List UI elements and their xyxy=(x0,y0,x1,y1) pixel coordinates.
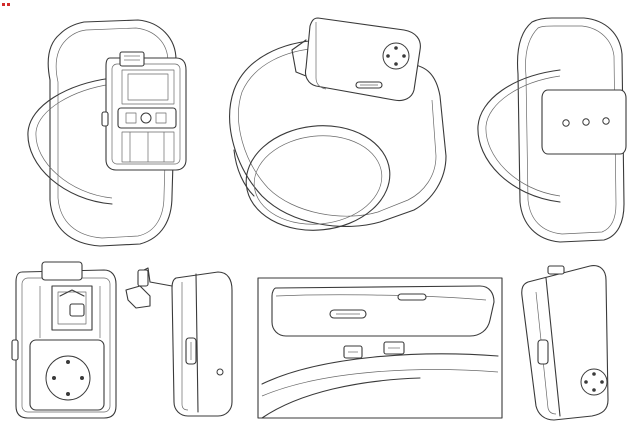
view-module-detail xyxy=(257,277,503,419)
view-module-side xyxy=(125,267,233,417)
view-module-front-open xyxy=(11,261,117,419)
view-band-rear xyxy=(477,17,627,243)
corner-red-mark xyxy=(2,3,10,6)
view-band-front-open xyxy=(27,19,187,247)
view-module-angled xyxy=(521,265,609,421)
view-band-perspective xyxy=(229,17,447,231)
